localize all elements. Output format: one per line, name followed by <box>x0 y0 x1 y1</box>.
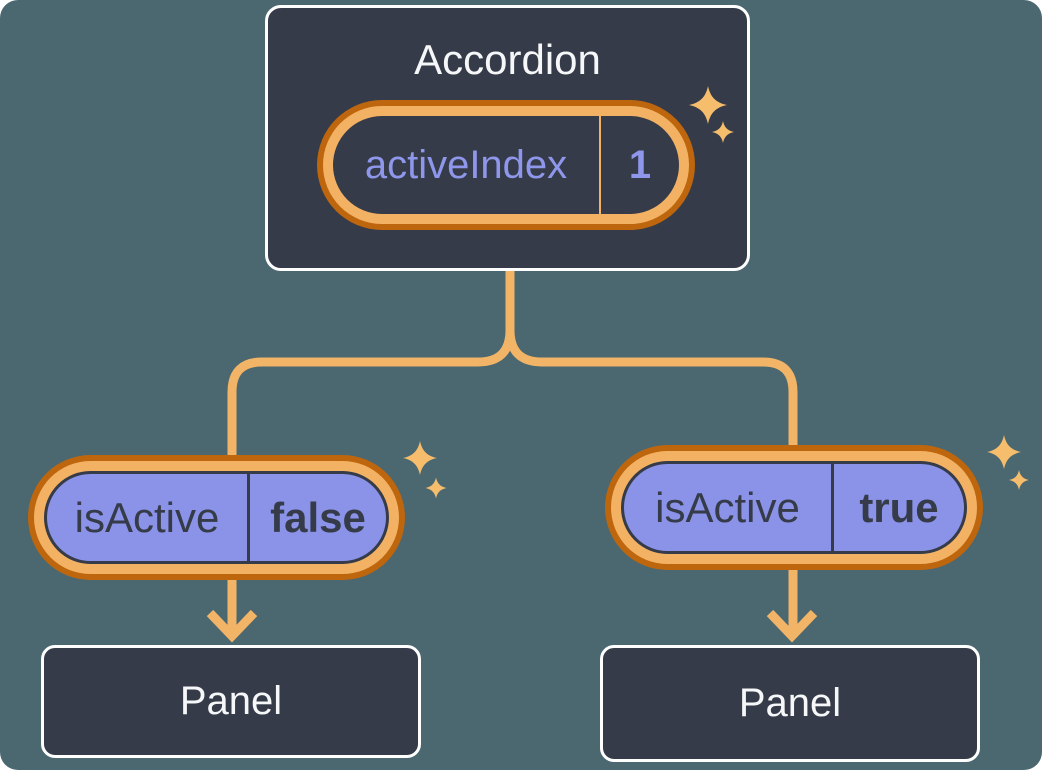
arrow-down-icon <box>206 609 258 643</box>
arrow-down-icon <box>766 609 818 643</box>
sparkle-icon <box>689 86 734 143</box>
connector-branch-right <box>505 271 798 633</box>
accordion-title: Accordion <box>414 36 601 83</box>
panel-component-box-left: Panel <box>41 645 421 758</box>
prop-pill-label: isActive <box>74 493 220 541</box>
prop-pill-label: isActive <box>655 483 800 531</box>
prop-pill-isactive-left: isActive false <box>44 471 389 564</box>
prop-pill-isactive-right: isActive true <box>621 461 967 554</box>
connector-branch-left <box>227 271 515 633</box>
prop-pill-divider <box>831 464 834 551</box>
state-pill-label: activeIndex <box>364 142 568 187</box>
prop-pill-divider <box>247 474 250 561</box>
sparkle-icon <box>987 435 1029 490</box>
sparkle-icon <box>403 441 447 499</box>
panel-title: Panel <box>179 679 283 723</box>
state-pill-divider <box>599 116 601 214</box>
prop-pill-value: true <box>859 483 939 531</box>
accordion-component-box: Accordion activeIndex 1 <box>265 5 750 271</box>
state-pill-activeindex: activeIndex 1 <box>333 116 679 214</box>
panel-component-box-right: Panel <box>600 645 980 762</box>
prop-pill-value: false <box>270 493 366 541</box>
panel-title: Panel <box>738 681 842 725</box>
state-pill-value: 1 <box>628 142 652 187</box>
